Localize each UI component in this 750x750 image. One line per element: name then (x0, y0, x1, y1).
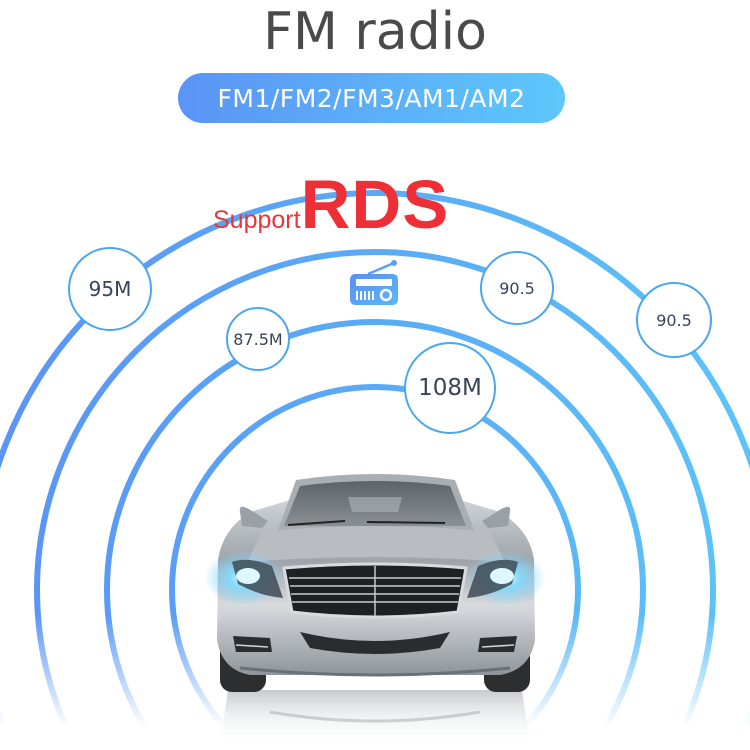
wave-arc-2 (34, 249, 716, 750)
rds-text: RDS (300, 166, 450, 243)
bands-pill: FM1/FM2/FM3/AM1/AM2 (178, 73, 565, 123)
page-title: FM radio (263, 2, 487, 62)
frequency-label: 95M (88, 277, 132, 301)
frequency-badge-95m: 95M (68, 247, 152, 331)
frequency-label: 90.5 (499, 278, 535, 298)
frequency-badge-108m: 108M (404, 342, 496, 434)
rds-feature-heading: Support RDS (213, 170, 449, 240)
wave-arc-4 (169, 384, 581, 750)
radio-icon (350, 260, 398, 305)
wave-arc-1 (0, 190, 750, 750)
frequency-badge-87-5m: 87.5M (226, 307, 290, 371)
frequency-label: 90.5 (656, 310, 692, 330)
rds-support-text: Support (213, 206, 301, 234)
car-image (204, 474, 546, 745)
radio-wave-arcs (0, 190, 750, 750)
frequency-label: 87.5M (233, 329, 283, 349)
frequency-badge-90-5-inner: 90.5 (480, 251, 554, 325)
frequency-badge-90-5-outer: 90.5 (636, 282, 712, 358)
bands-label: FM1/FM2/FM3/AM1/AM2 (217, 83, 526, 113)
wave-arc-3 (104, 319, 646, 750)
frequency-label: 108M (418, 375, 482, 401)
